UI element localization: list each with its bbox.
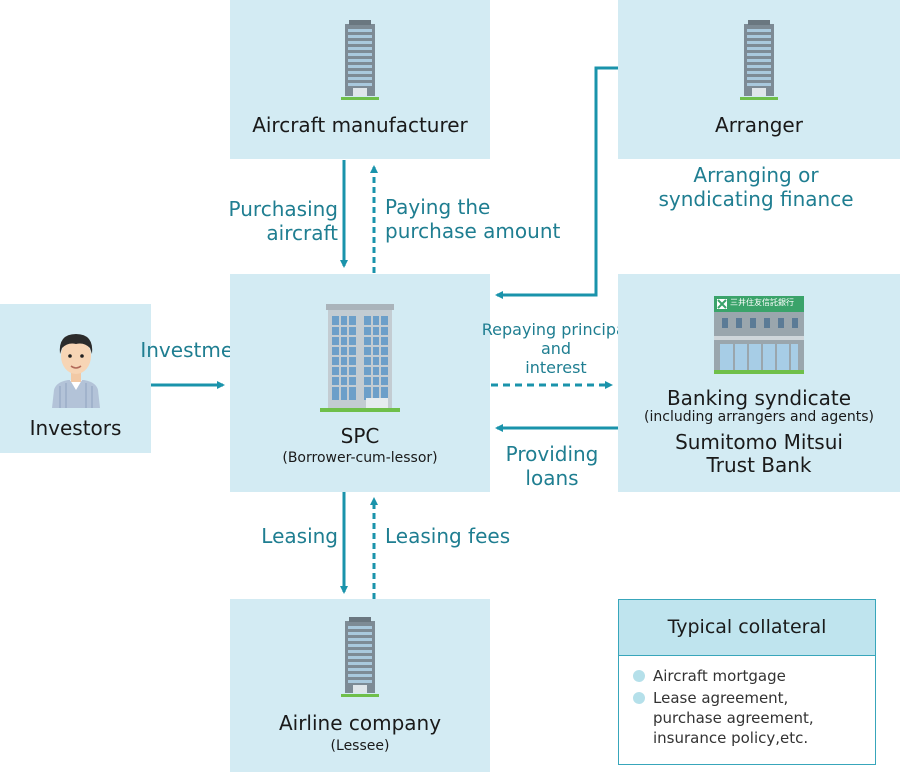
providing-label-line2: loans [525, 466, 579, 490]
repaying-label-line1: Repaying principal [481, 320, 631, 339]
arranging-label-line2: syndicating finance [658, 187, 854, 211]
purchasing-label: Purchasing aircraft [198, 197, 338, 245]
airline-subtitle: (Lessee) [330, 738, 390, 754]
arranging-label-line1: Arranging or [693, 163, 819, 187]
building-icon [740, 20, 778, 100]
spc-title: SPC [340, 424, 380, 448]
purchasing-label-line2: aircraft [266, 221, 338, 245]
paying-label-line2: purchase amount [385, 219, 561, 243]
bank-name-line1: Sumitomo Mitsui [675, 430, 843, 454]
repaying-label-line2: and [540, 339, 572, 358]
spc-box: SPC (Borrower-cum-lessor) [230, 274, 490, 492]
collateral-item-line: Aircraft mortgage [653, 667, 786, 685]
aircraft-manufacturer-box: Aircraft manufacturer [230, 0, 490, 159]
bank-name-line2: Trust Bank [706, 453, 812, 477]
building-icon [341, 617, 379, 697]
spc-building-icon [320, 304, 400, 412]
airline-title: Airline company [278, 711, 442, 735]
arranger-box: Arranger [618, 0, 900, 159]
bank-sign-text: 三井住友信託銀行 [730, 298, 794, 307]
banking-subtitle: (including arrangers and agents) [644, 409, 874, 425]
providing-label: Providing loans [492, 442, 612, 490]
repaying-label: Repaying principal and interest [466, 320, 646, 377]
bullet-icon [633, 692, 645, 704]
banking-title: Banking syndicate [666, 386, 852, 410]
investor-avatar-icon [52, 334, 100, 408]
collateral-title: Typical collateral [619, 600, 875, 656]
collateral-item: Lease agreement, purchase agreement, ins… [633, 688, 875, 748]
building-icon [341, 20, 379, 100]
collateral-panel: Typical collateral Aircraft mortgage Lea… [618, 599, 876, 765]
arranger-title: Arranger [715, 113, 803, 137]
purchasing-label-line1: Purchasing [228, 197, 338, 221]
collateral-item-line: Lease agreement, [653, 689, 789, 707]
paying-label: Paying the purchase amount [385, 195, 595, 243]
investors-title: Investors [29, 416, 122, 440]
airline-company-box: Airline company (Lessee) [230, 599, 490, 772]
repaying-label-line3: interest [525, 358, 587, 377]
bank-building-icon [714, 296, 804, 374]
bullet-icon [633, 670, 645, 682]
collateral-item: Aircraft mortgage [633, 666, 875, 686]
arranging-label: Arranging or syndicating finance [636, 163, 876, 211]
providing-label-line1: Providing [505, 442, 599, 466]
collateral-item-line: insurance policy,etc. [653, 729, 809, 747]
banking-syndicate-box: 三井住友信託銀行 Banking syndicate (including ar… [618, 274, 900, 492]
collateral-list: Aircraft mortgage Lease agreement, purch… [619, 656, 875, 748]
collateral-item-line: purchase agreement, [653, 709, 814, 727]
leasing-label: Leasing [261, 524, 338, 548]
leasing-fees-label: Leasing fees [385, 524, 511, 548]
manufacturer-title: Aircraft manufacturer [252, 113, 468, 137]
spc-subtitle: (Borrower-cum-lessor) [282, 450, 438, 466]
arranging-arrow [495, 66, 618, 299]
investors-box: Investors [0, 304, 151, 453]
paying-label-line1: Paying the [385, 195, 491, 219]
